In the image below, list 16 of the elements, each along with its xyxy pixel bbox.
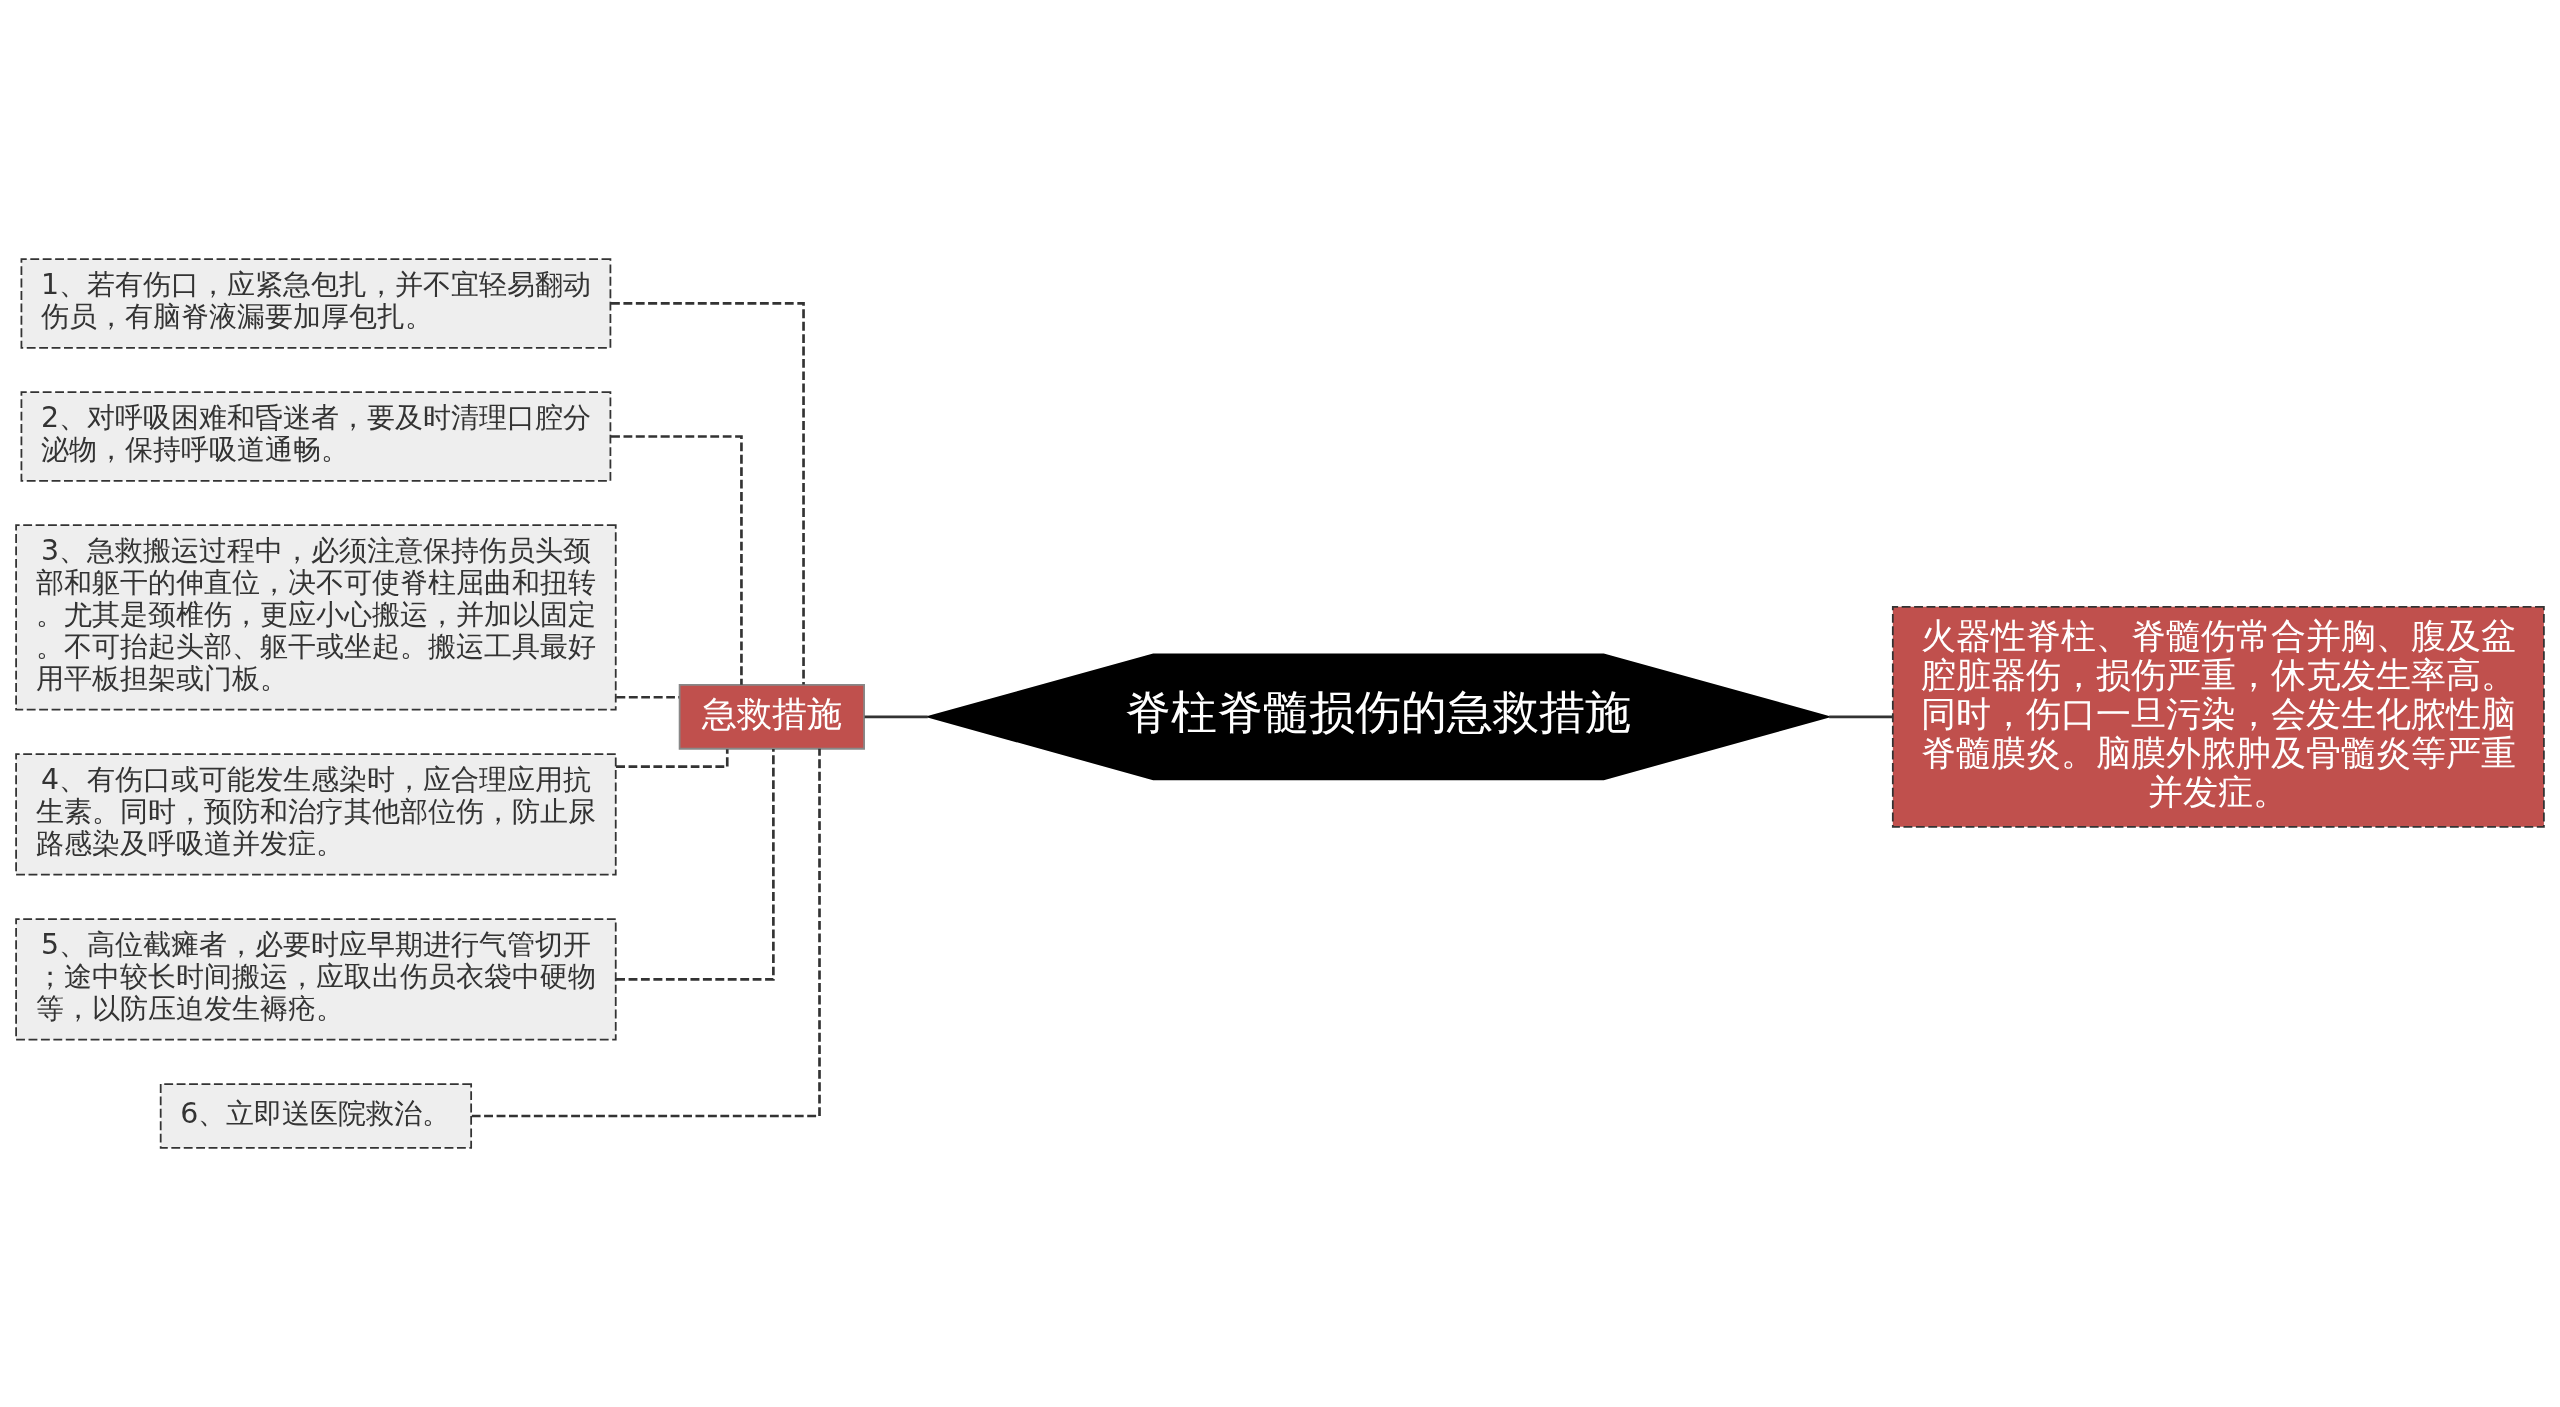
connector [1829,715,1893,719]
node-box: 2、对呼吸困难和昏迷者，要及时清理口腔分泌物，保持呼吸道通畅。 [20,391,612,482]
node-box: 火器性脊柱、脊髓伤常合并胸、腹及盆腔脏器伤，损伤严重，休克发生率高。同时，伤口一旦污染，会发生化脓性脑脊髓膜炎。脑膜外脓肿及骨髓炎等严重并发症。 [1891,605,2545,828]
connector [610,302,805,685]
node-box: 4、有伤口或可能发生感染时，应合理应用抗生素。同时，预防和治疗其他部位伤，防止尿路感染及呼吸道并发症。 [15,753,617,876]
node-box: 急救措施 [678,684,865,750]
connector [610,435,743,685]
node-box: 6、立即送医院救治。 [159,1083,473,1149]
node-box: 3、急救搬运过程中，必须注意保持伤员头颈部和躯干的伸直位，决不可使脊柱屈曲和扭转。尤其是颈椎伤，更应小心搬运，并加以固定。不可抬起头部、躯干或坐起。搬运工具最好用平板担架或门板。 [15,524,617,711]
connector [615,749,775,981]
connector [864,715,928,719]
node-box: 5、高位截瘫者，必要时应早期进行气管切开；途中较长时间搬运，应取出伤员衣袋中硬物等，以防压迫发生褥疮。 [15,918,617,1041]
connector [471,748,821,1118]
connector [616,695,680,699]
connector [615,749,729,768]
node-box: 1、若有伤口，应紧急包扎，并不宜轻易翻动伤员，有脑脊液漏要加厚包扎。 [20,258,612,349]
